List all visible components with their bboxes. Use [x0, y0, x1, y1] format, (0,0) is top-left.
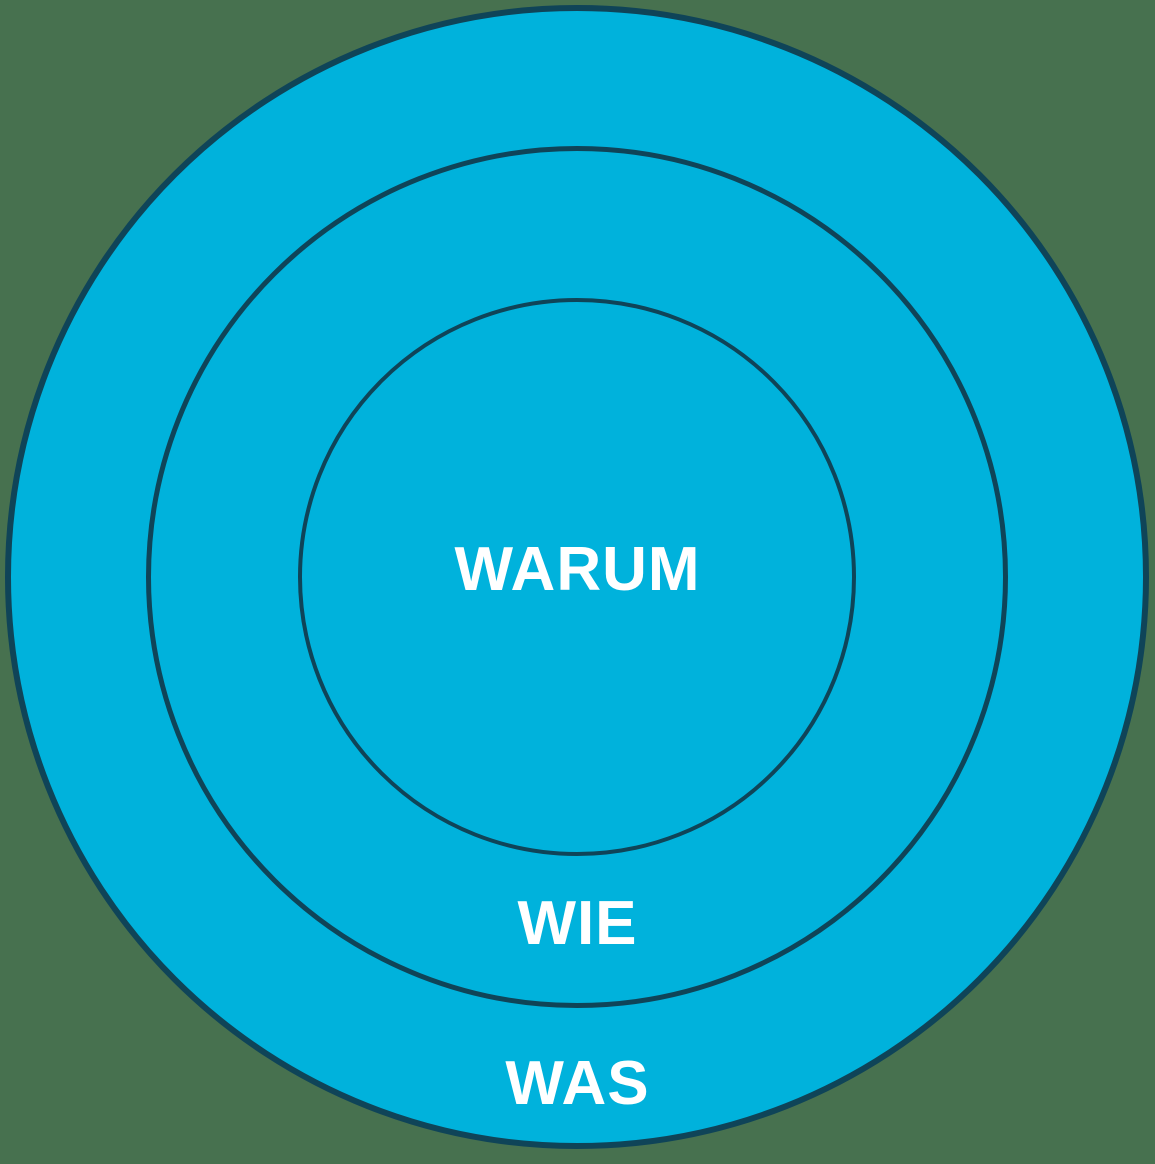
wie-label: WIE [517, 889, 638, 958]
inner-circle-warum [298, 298, 856, 856]
was-label: WAS [505, 1049, 650, 1118]
warum-label: WARUM [454, 535, 701, 604]
